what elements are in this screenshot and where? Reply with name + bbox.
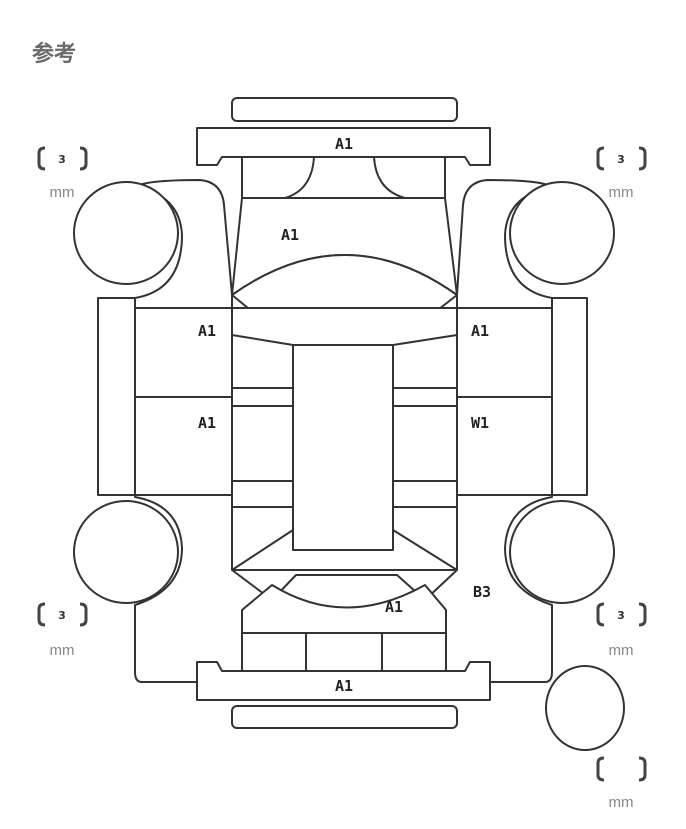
svg-text:mm: mm	[609, 184, 634, 201]
left-rear-quarter[interactable]	[134, 494, 273, 683]
rear-bumper-grade: A1	[335, 677, 353, 695]
left-rear-door-grade: A1	[198, 414, 216, 432]
svg-text:3: 3	[617, 609, 625, 622]
roof[interactable]	[292, 344, 394, 551]
tread-front-right: 3 mm	[596, 146, 647, 201]
trunk-grade: A1	[385, 598, 403, 616]
spare-wheel[interactable]	[545, 665, 625, 751]
rear-right-wheel[interactable]	[509, 500, 615, 604]
front-plate	[231, 97, 458, 122]
page-title: 参考	[32, 41, 77, 66]
svg-text:3: 3	[58, 153, 66, 166]
right-rear-door[interactable]	[456, 396, 553, 496]
left-front-door[interactable]	[134, 307, 233, 398]
left-rear-door[interactable]	[134, 396, 233, 496]
tread-spare: mm	[596, 756, 647, 811]
tread-rear-right: 3 mm	[596, 602, 647, 659]
svg-text:mm: mm	[50, 642, 75, 659]
front-left-wheel[interactable]	[73, 181, 179, 285]
tread-rear-left: 3 mm	[37, 602, 88, 659]
rear-bumper[interactable]	[196, 661, 491, 701]
tread-front-left: 3 mm	[37, 146, 88, 201]
front-right-wheel[interactable]	[509, 181, 615, 285]
rear-left-wheel[interactable]	[73, 500, 179, 604]
right-rear-quarter[interactable]	[424, 494, 553, 683]
front-bumper-grade: A1	[335, 135, 353, 153]
svg-text:3: 3	[617, 153, 625, 166]
svg-text:mm: mm	[609, 794, 634, 811]
right-rear-door-grade: W1	[471, 414, 489, 432]
left-rocker	[97, 297, 136, 496]
svg-text:3: 3	[58, 609, 66, 622]
left-front-fender-grade: A1	[198, 322, 216, 340]
grille	[241, 156, 446, 199]
rear-plate	[231, 705, 458, 729]
right-front-fender-grade: A1	[471, 322, 489, 340]
svg-text:mm: mm	[50, 184, 75, 201]
right-rear-quarter-grade: B3	[473, 583, 491, 601]
svg-text:mm: mm	[609, 642, 634, 659]
front-bumper[interactable]	[196, 127, 491, 166]
hood-grade: A1	[281, 226, 299, 244]
right-rocker	[551, 297, 588, 496]
